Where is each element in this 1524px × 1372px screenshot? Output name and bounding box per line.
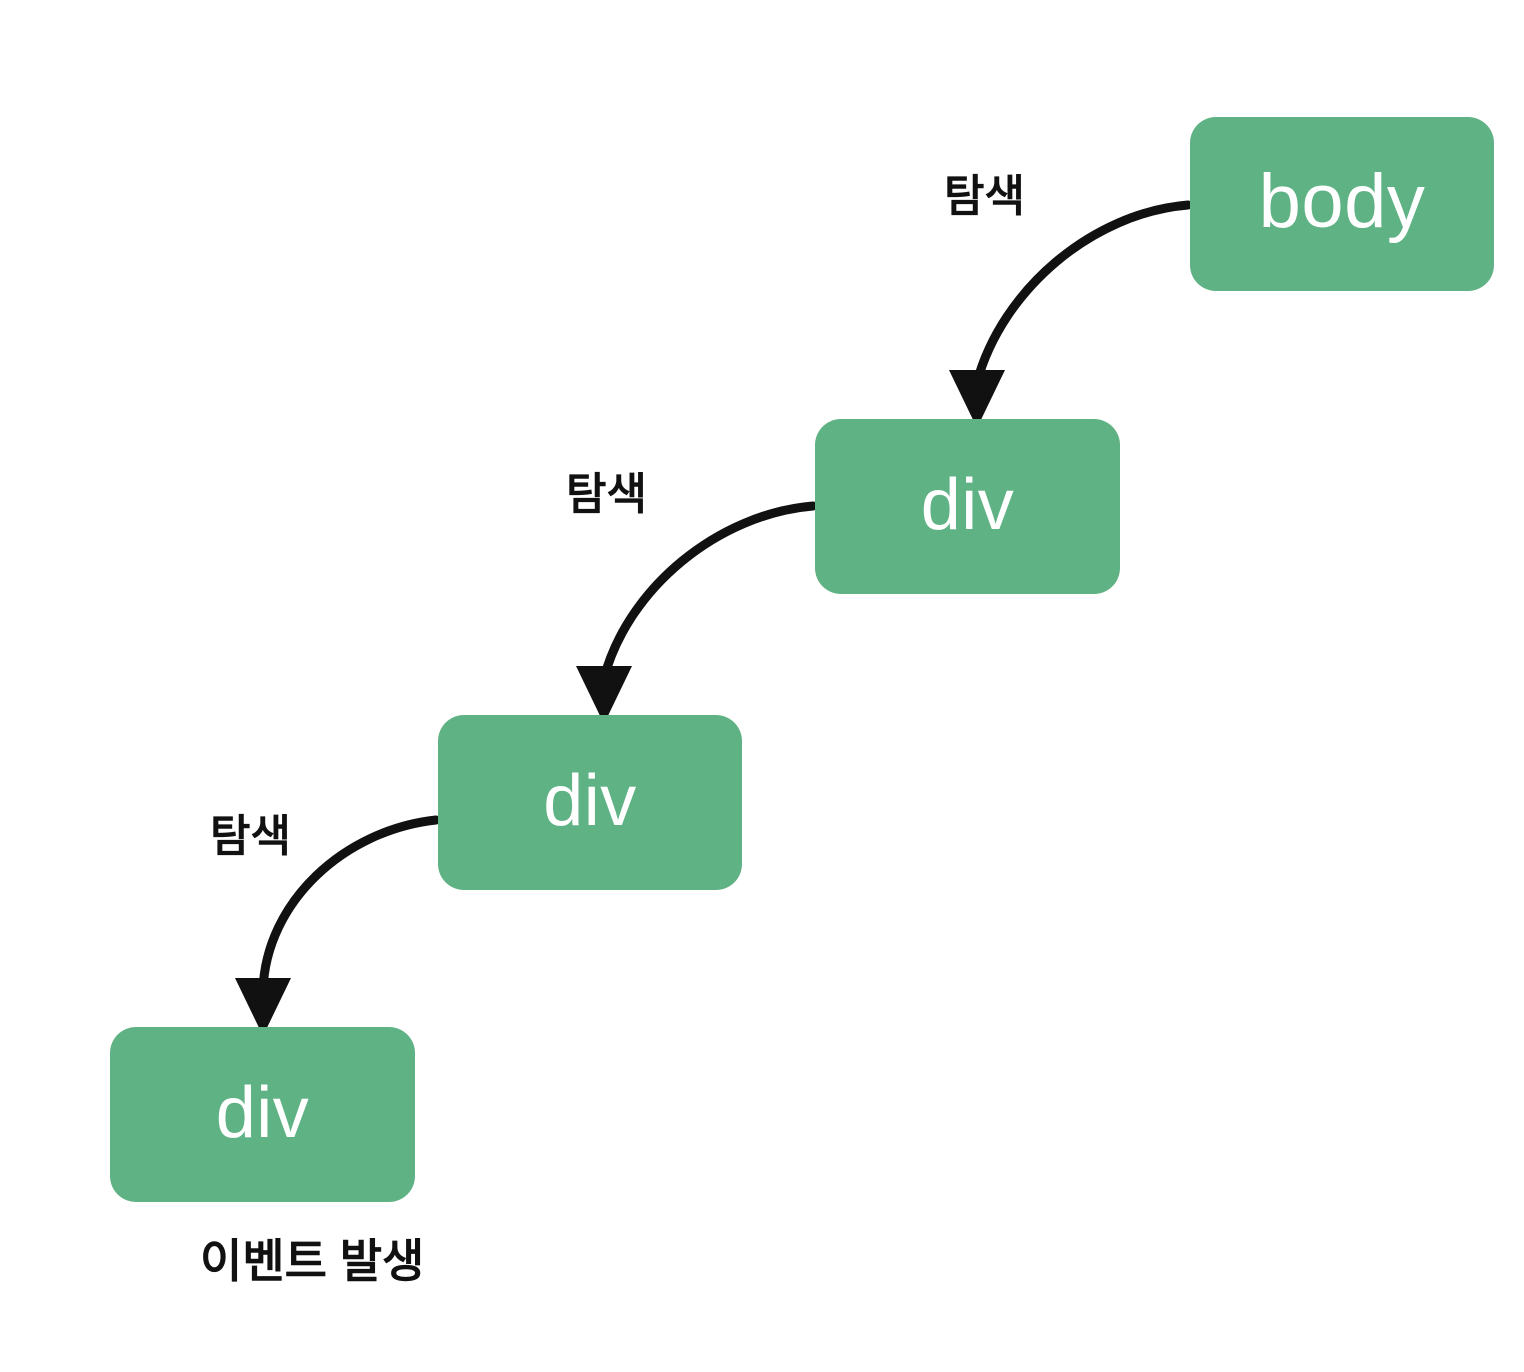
node-label: div: [920, 464, 1015, 545]
node-div-1[interactable]: div: [815, 419, 1120, 594]
edge-curve: [599, 501, 818, 683]
node-label: div: [215, 1072, 310, 1153]
edge-label-edge-div2-to-div3: 탐색: [210, 812, 291, 861]
edge-curve: [972, 200, 1193, 387]
node-div-3[interactable]: div: [110, 1027, 415, 1202]
node-div-2[interactable]: div: [438, 715, 742, 890]
edge-label-edge-div1-to-div2: 탐색: [566, 470, 647, 519]
node-body[interactable]: body: [1190, 117, 1494, 291]
event-origin-caption: 이벤트 발생: [200, 1235, 425, 1287]
node-label: div: [543, 760, 637, 841]
node-label: body: [1258, 159, 1426, 244]
edge-label-edge-body-to-div1: 탐색: [944, 172, 1025, 221]
